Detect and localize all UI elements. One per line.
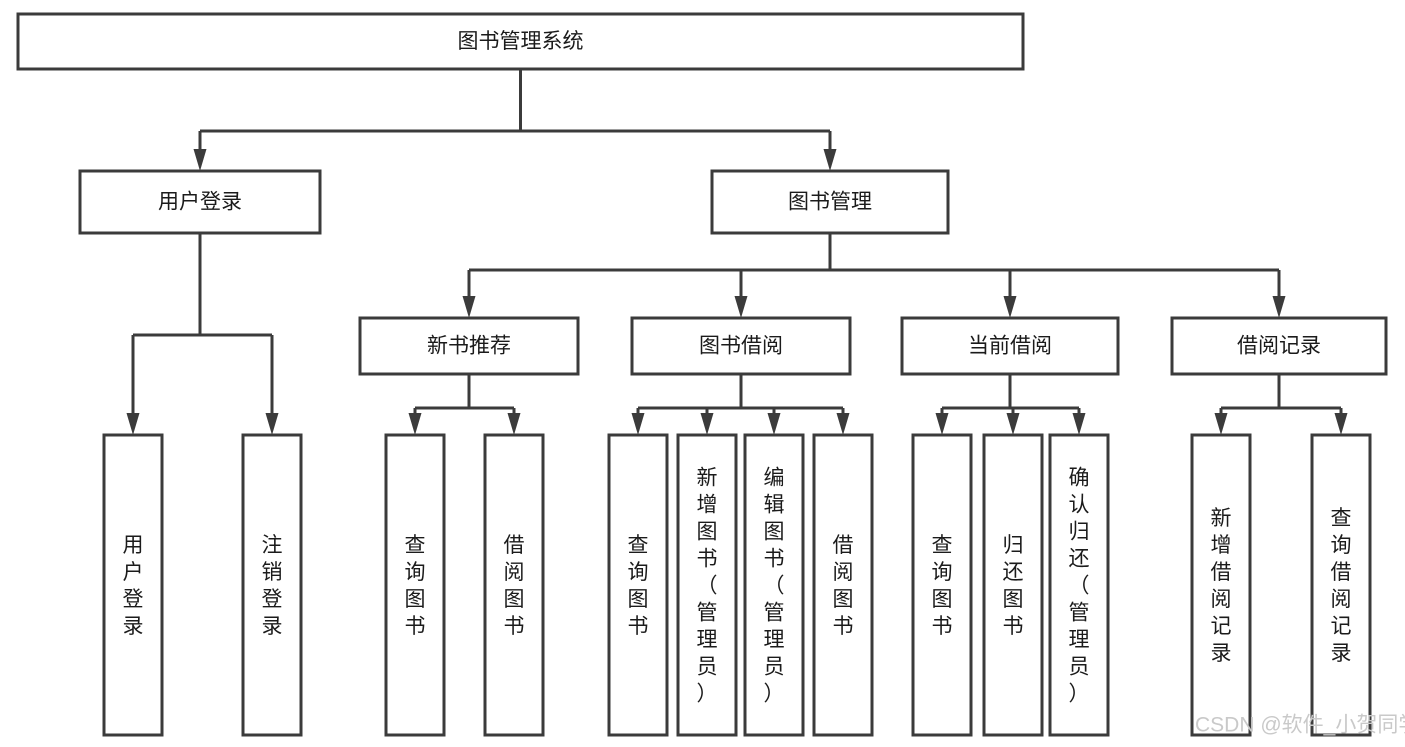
diagram-node-current-borrow[interactable]: 当前借阅 [900, 316, 1120, 376]
node-label: 注销登录 [262, 534, 283, 638]
node-label: 当前借阅 [968, 335, 1052, 358]
node-box[interactable] [102, 433, 164, 737]
connector-arrowhead [836, 413, 850, 435]
node-label: 图书管理系统 [458, 30, 584, 53]
connector-arrowhead [1003, 296, 1017, 318]
node-label: 用户登录 [158, 191, 242, 214]
node-label: 确认归还（管理员） [1069, 467, 1090, 706]
connector-arrowhead [507, 413, 521, 435]
connector-group [193, 69, 837, 171]
watermark-label: CSDN @软件_小贺同学 [1195, 714, 1405, 737]
connector-arrowhead [408, 413, 422, 435]
connector-group [631, 374, 850, 435]
diagram-node-root[interactable]: 图书管理系统 [16, 12, 1025, 71]
connector-group [126, 233, 279, 435]
connector-arrowhead [193, 149, 207, 171]
diagram-node-leaf-rec-add[interactable]: 新增借阅记录 [1190, 433, 1252, 737]
node-box[interactable] [743, 433, 805, 737]
connector-arrowhead [1006, 413, 1020, 435]
node-label: 归还图书 [1003, 534, 1024, 638]
connector-group [1214, 374, 1348, 435]
node-box[interactable] [1190, 433, 1252, 737]
connector-group [408, 374, 521, 435]
diagram-node-leaf-cur-confirm[interactable]: 确认归还（管理员） [1048, 433, 1110, 737]
connector-arrowhead [1214, 413, 1228, 435]
node-box[interactable] [483, 433, 545, 737]
connector-arrowhead [462, 296, 476, 318]
node-label: 图书管理 [788, 191, 872, 214]
diagram-node-leaf-borrow-query[interactable]: 查询图书 [607, 433, 669, 737]
diagram-node-leaf-rec-borrow[interactable]: 借阅图书 [483, 433, 545, 737]
diagram-node-leaf-rec-query[interactable]: 查询图书 [384, 433, 446, 737]
connector-arrowhead [1272, 296, 1286, 318]
node-box[interactable] [1170, 316, 1388, 376]
node-box[interactable] [358, 316, 580, 376]
diagram-node-user-login[interactable]: 用户登录 [78, 169, 322, 235]
diagram-node-leaf-cur-return[interactable]: 归还图书 [982, 433, 1044, 737]
diagram-node-book-borrow[interactable]: 图书借阅 [630, 316, 852, 376]
node-label: 查询借阅记录 [1331, 507, 1352, 665]
diagram-node-new-book-rec[interactable]: 新书推荐 [358, 316, 580, 376]
node-box[interactable] [384, 433, 446, 737]
connector-arrowhead [265, 413, 279, 435]
diagram-node-borrow-record[interactable]: 借阅记录 [1170, 316, 1388, 376]
node-label: 查询图书 [628, 534, 649, 638]
node-box[interactable] [812, 433, 874, 737]
connector-arrowhead [823, 149, 837, 171]
node-label: 借阅图书 [833, 534, 854, 638]
node-label: 图书借阅 [699, 335, 783, 358]
node-box[interactable] [900, 316, 1120, 376]
edges-layer [126, 69, 1348, 435]
node-box[interactable] [1048, 433, 1110, 737]
diagram-node-leaf-user-logout[interactable]: 注销登录 [241, 433, 303, 737]
node-box[interactable] [676, 433, 738, 737]
connector-arrowhead [734, 296, 748, 318]
node-box[interactable] [241, 433, 303, 737]
node-label: 借阅记录 [1237, 335, 1321, 358]
connector-group [935, 374, 1086, 435]
node-label: 新书推荐 [427, 335, 511, 358]
connector-arrowhead [767, 413, 781, 435]
node-box[interactable] [982, 433, 1044, 737]
node-box[interactable] [710, 169, 950, 235]
node-box[interactable] [607, 433, 669, 737]
connector-arrowhead [700, 413, 714, 435]
connector-arrowhead [631, 413, 645, 435]
node-label: 新增借阅记录 [1211, 507, 1232, 665]
diagram-node-leaf-cur-query[interactable]: 查询图书 [911, 433, 973, 737]
nodes-layer: 图书管理系统用户登录图书管理新书推荐图书借阅当前借阅借阅记录用户登录注销登录查询… [16, 12, 1388, 737]
connector-arrowhead [935, 413, 949, 435]
node-label: 查询图书 [405, 534, 426, 638]
node-label: 借阅图书 [504, 534, 525, 638]
node-box[interactable] [630, 316, 852, 376]
diagram-node-leaf-user-login[interactable]: 用户登录 [102, 433, 164, 737]
node-label: 新增图书（管理员） [697, 467, 718, 706]
node-box[interactable] [1310, 433, 1372, 737]
node-box[interactable] [78, 169, 322, 235]
node-box[interactable] [911, 433, 973, 737]
node-label: 编辑图书（管理员） [764, 467, 785, 706]
diagram-node-leaf-rec-search[interactable]: 查询借阅记录 [1310, 433, 1372, 737]
diagram-node-book-manage[interactable]: 图书管理 [710, 169, 950, 235]
connector-arrowhead [1334, 413, 1348, 435]
diagram-node-leaf-borrow-add[interactable]: 新增图书（管理员） [676, 433, 738, 737]
diagram-node-leaf-borrow-edit[interactable]: 编辑图书（管理员） [743, 433, 805, 737]
node-box[interactable] [16, 12, 1025, 71]
node-label: 查询图书 [932, 534, 953, 638]
diagram-node-leaf-borrow-do[interactable]: 借阅图书 [812, 433, 874, 737]
connector-arrowhead [126, 413, 140, 435]
connector-group [462, 233, 1286, 318]
connector-arrowhead [1072, 413, 1086, 435]
node-label: 用户登录 [123, 534, 144, 638]
